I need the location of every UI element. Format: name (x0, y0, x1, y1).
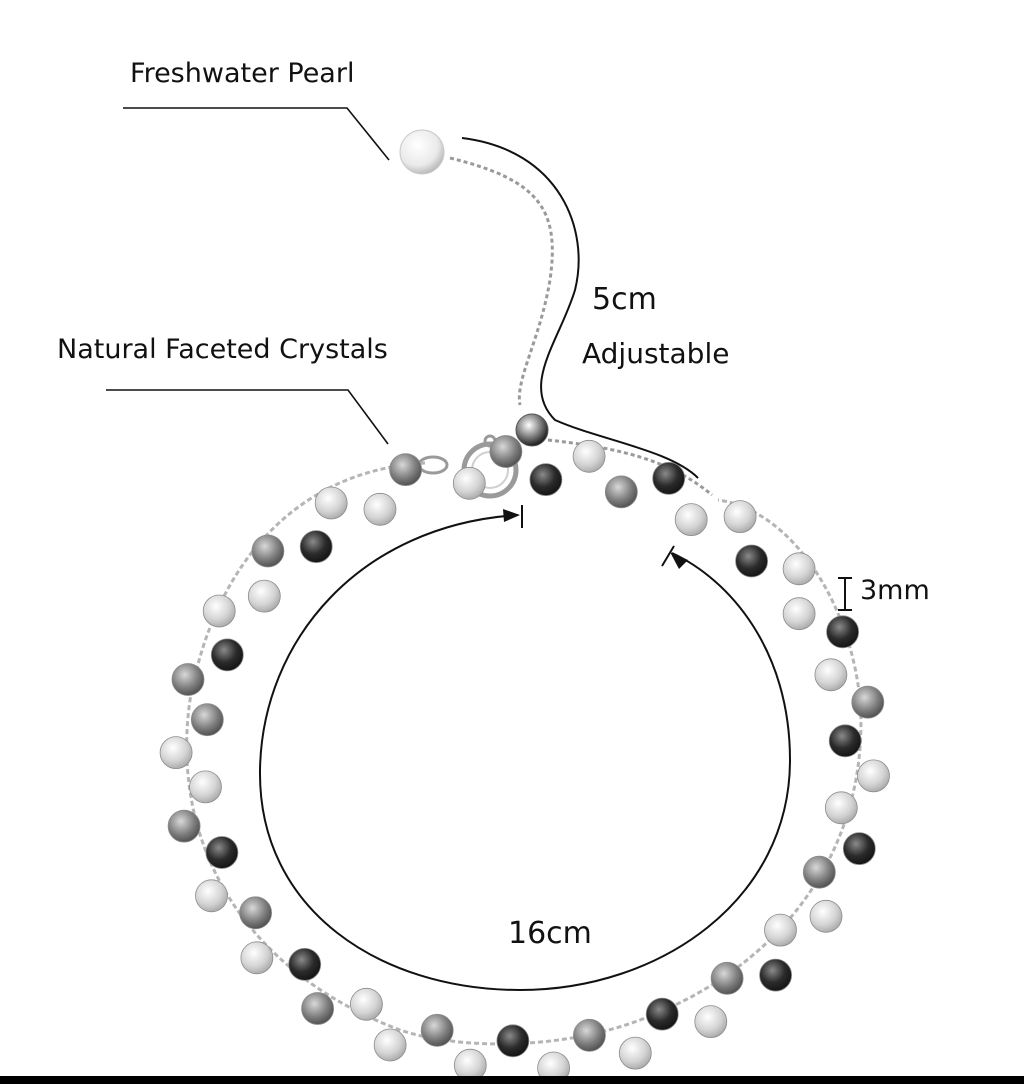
crystal-bead (167, 809, 201, 843)
crystal-bead (489, 435, 523, 468)
bracelet-chain (185, 461, 863, 1046)
crystal-bead (802, 855, 836, 889)
crystal-bead (735, 544, 768, 578)
crystal-bead (782, 552, 816, 586)
crystal-bead (814, 658, 848, 692)
crystal-bead (251, 534, 285, 568)
crystal-bead (299, 530, 333, 563)
circumference-arrow-right (503, 509, 520, 522)
crystal-bead (842, 832, 876, 865)
crystal-bead (652, 461, 686, 495)
crystal-bead (288, 948, 322, 981)
circumference-arrow-left (670, 552, 688, 569)
crystal-bead (723, 500, 757, 533)
crystal-bead (572, 439, 606, 473)
crystal-bead (759, 958, 792, 992)
crystal-bead (171, 663, 205, 696)
adjustable-length-arc (461, 137, 699, 479)
crystals-label: Natural Faceted Crystals (57, 334, 388, 365)
crystal-bead (420, 1013, 454, 1047)
crystal-bead (202, 594, 236, 628)
crystal-bead (537, 1051, 570, 1084)
chain-to-right-side (547, 438, 713, 497)
crystal-bead (240, 941, 274, 975)
bottom-border (0, 1076, 1024, 1084)
freshwater-pearl (399, 129, 445, 175)
crystal-bead (205, 836, 239, 869)
crystal-bead (645, 997, 679, 1031)
crystal-bead (764, 913, 797, 947)
crystal-bead (674, 503, 708, 536)
adjustable-length-label: 5cm (592, 282, 657, 317)
crystal-bead (195, 879, 228, 913)
crystal-bead (210, 638, 244, 672)
crystal-bead (573, 1018, 606, 1052)
crystal-bead (189, 770, 222, 804)
crystal-beads (159, 435, 890, 1084)
crystal-bead (247, 579, 281, 613)
crystal-bead (828, 724, 862, 758)
crystal-bead (618, 1036, 652, 1070)
crystal-bead (604, 475, 638, 509)
bead-size-marker (838, 577, 852, 611)
crystal-bead (452, 466, 486, 500)
crystal-bead (363, 492, 397, 526)
pearl-label: Freshwater Pearl (130, 58, 355, 89)
crystal-bead (389, 453, 423, 487)
crystal-bead (710, 961, 744, 995)
extension-chain (449, 156, 554, 406)
crystal-bead (826, 615, 859, 649)
pearl-leader-line (123, 107, 390, 161)
adjuster-ball (515, 413, 549, 447)
crystal-bead (159, 736, 193, 769)
crystal-bead (857, 759, 890, 793)
crystal-bead (851, 685, 885, 719)
circumference-tick-right (661, 545, 675, 567)
crystals-leader-line (106, 389, 389, 445)
crystal-bead (239, 896, 273, 930)
crystal-bead (694, 1005, 728, 1038)
crystal-bead (824, 791, 858, 825)
crystal-bead (782, 597, 816, 631)
crystal-bead (809, 899, 843, 933)
circumference-line (258, 514, 792, 992)
circumference-label: 16cm (508, 916, 592, 951)
crystal-bead (301, 992, 335, 1025)
crystal-bead (529, 463, 563, 497)
adjustable-label: Adjustable (582, 337, 730, 370)
bead-size-label: 3mm (860, 575, 930, 606)
crystal-bead (496, 1024, 530, 1058)
crystal-bead (349, 987, 383, 1021)
crystal-bead (373, 1028, 407, 1062)
crystal-bead (314, 486, 348, 520)
crystal-bead (190, 703, 224, 737)
